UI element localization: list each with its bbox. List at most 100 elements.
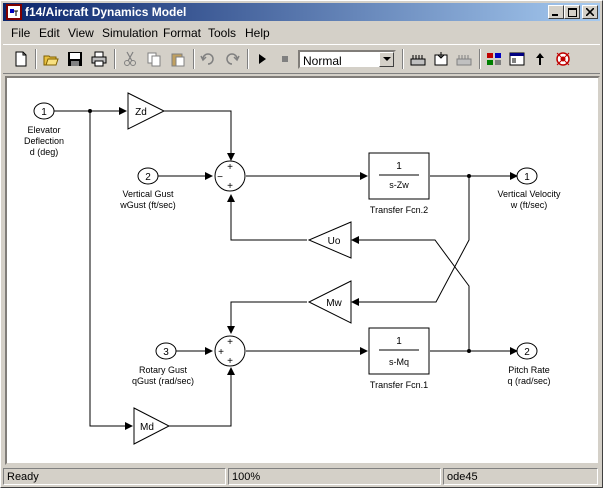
print-button[interactable] bbox=[89, 49, 109, 69]
gain-label: Zd bbox=[135, 107, 147, 118]
toolbar-separator bbox=[479, 49, 481, 69]
port-label: Rotary Gust bbox=[139, 365, 188, 375]
menu-file[interactable]: File bbox=[11, 26, 31, 40]
menu-edit[interactable]: Edit bbox=[39, 26, 60, 40]
block-name: Transfer Fcn.2 bbox=[370, 205, 428, 215]
title-bar: f14/Aircraft Dynamics Model bbox=[3, 3, 600, 21]
plus-sign: + bbox=[227, 356, 233, 367]
library-browser-icon bbox=[487, 53, 501, 65]
build-icon bbox=[410, 55, 426, 66]
plus-sign: + bbox=[227, 162, 233, 173]
tf-denominator: s-Mq bbox=[389, 357, 409, 367]
outport-pitch-rate[interactable]: 2 Pitch Rate q (rad/sec) bbox=[507, 342, 551, 386]
gain-label: Uo bbox=[328, 236, 341, 247]
gain-block-md[interactable]: Md bbox=[133, 407, 171, 445]
sum-block-top[interactable]: + − + bbox=[214, 160, 246, 192]
start-simulation-button[interactable] bbox=[252, 49, 272, 69]
menu-view[interactable]: View bbox=[68, 26, 94, 40]
go-to-parent-button[interactable] bbox=[530, 49, 550, 69]
toolbar-separator bbox=[402, 49, 404, 69]
debug-button[interactable] bbox=[553, 49, 573, 69]
debug-icon bbox=[556, 52, 570, 66]
toolbar: Normal bbox=[3, 44, 600, 74]
maximize-button[interactable] bbox=[564, 5, 580, 19]
undo-icon bbox=[200, 53, 214, 65]
menu-tools[interactable]: Tools bbox=[208, 26, 237, 40]
block-diagram: 1 Elevator Deflection d (deg) 2 Vertical… bbox=[24, 92, 561, 445]
toolbar-separator bbox=[193, 49, 195, 69]
floppy-disk-icon bbox=[68, 52, 82, 66]
plus-sign: + bbox=[218, 347, 224, 358]
tf-denominator: s-Zw bbox=[389, 180, 409, 190]
solver-name: ode45 bbox=[443, 468, 598, 485]
status-bar: Ready 100% ode45 bbox=[3, 467, 600, 486]
open-button[interactable] bbox=[41, 49, 61, 69]
save-button[interactable] bbox=[65, 49, 85, 69]
port-label: d (deg) bbox=[30, 147, 59, 157]
port-number: 1 bbox=[524, 172, 530, 183]
build-subsystem-button[interactable] bbox=[454, 49, 474, 69]
simulink-model-icon[interactable] bbox=[6, 4, 22, 20]
incremental-build-icon bbox=[456, 55, 472, 66]
menu-simulation[interactable]: Simulation bbox=[102, 26, 159, 40]
gain-block-zd[interactable]: Zd bbox=[127, 92, 166, 130]
branch-points bbox=[88, 109, 471, 353]
port-number: 2 bbox=[524, 347, 530, 358]
play-icon bbox=[259, 54, 266, 64]
copy-icon bbox=[147, 52, 161, 67]
update-diagram-button[interactable] bbox=[431, 49, 451, 69]
menu-format[interactable]: Format bbox=[163, 26, 202, 40]
copy-button[interactable] bbox=[144, 49, 164, 69]
paste-icon bbox=[171, 53, 185, 67]
gain-block-uo[interactable]: Uo bbox=[307, 221, 352, 259]
toolbar-separator bbox=[247, 49, 249, 69]
simulation-mode-select[interactable]: Normal bbox=[298, 50, 396, 69]
update-diagram-icon bbox=[434, 52, 448, 66]
dropdown-arrow[interactable] bbox=[379, 52, 394, 67]
stop-simulation-button[interactable] bbox=[275, 49, 295, 69]
redo-button[interactable] bbox=[222, 49, 242, 69]
model-explorer-button[interactable] bbox=[507, 49, 527, 69]
toolbar-separator bbox=[114, 49, 116, 69]
menu-help[interactable]: Help bbox=[245, 26, 270, 40]
minus-sign: − bbox=[217, 172, 223, 183]
sum-block-bottom[interactable]: + + + bbox=[214, 335, 246, 367]
paste-button[interactable] bbox=[168, 49, 188, 69]
toolbar-separator bbox=[35, 49, 37, 69]
stop-icon bbox=[282, 56, 288, 62]
minimize-icon bbox=[552, 14, 558, 16]
port-label: qGust (rad/sec) bbox=[132, 376, 194, 386]
status-message: Ready bbox=[3, 468, 226, 485]
port-number: 2 bbox=[145, 172, 151, 183]
library-browser-button[interactable] bbox=[484, 49, 504, 69]
zoom-level: 100% bbox=[228, 468, 441, 485]
new-model-button[interactable] bbox=[11, 49, 31, 69]
build-button[interactable] bbox=[408, 49, 428, 69]
inport-rotary-gust[interactable]: 3 Rotary Gust qGust (rad/sec) bbox=[132, 342, 194, 386]
transfer-fcn-2-block[interactable]: 1 s-Zw Transfer Fcn.2 bbox=[368, 152, 430, 215]
port-label: w (ft/sec) bbox=[510, 200, 548, 210]
new-document-icon bbox=[15, 51, 27, 67]
cut-button[interactable] bbox=[120, 49, 140, 69]
undo-button[interactable] bbox=[198, 49, 218, 69]
inport-elevator-deflection[interactable]: 1 Elevator Deflection d (deg) bbox=[24, 102, 64, 157]
minimize-button[interactable] bbox=[548, 5, 564, 19]
gain-label: Mw bbox=[326, 298, 342, 309]
plus-sign: + bbox=[227, 181, 233, 192]
model-explorer-icon bbox=[509, 52, 525, 66]
scissors-icon bbox=[124, 51, 136, 66]
port-label: Vertical Velocity bbox=[497, 189, 561, 199]
transfer-fcn-1-block[interactable]: 1 s-Mq Transfer Fcn.1 bbox=[368, 327, 430, 390]
close-button[interactable] bbox=[582, 5, 598, 19]
plus-sign: + bbox=[227, 337, 233, 348]
port-number: 1 bbox=[41, 107, 47, 118]
inport-vertical-gust[interactable]: 2 Vertical Gust wGust (ft/sec) bbox=[119, 167, 176, 210]
gain-block-mw[interactable]: Mw bbox=[307, 280, 352, 324]
port-label: wGust (ft/sec) bbox=[119, 200, 176, 210]
window-title: f14/Aircraft Dynamics Model bbox=[25, 5, 187, 19]
diagram-canvas[interactable]: 1 Elevator Deflection d (deg) 2 Vertical… bbox=[5, 76, 600, 465]
port-label: Deflection bbox=[24, 136, 64, 146]
outport-vertical-velocity[interactable]: 1 Vertical Velocity w (ft/sec) bbox=[497, 167, 561, 210]
port-number: 3 bbox=[163, 347, 169, 358]
